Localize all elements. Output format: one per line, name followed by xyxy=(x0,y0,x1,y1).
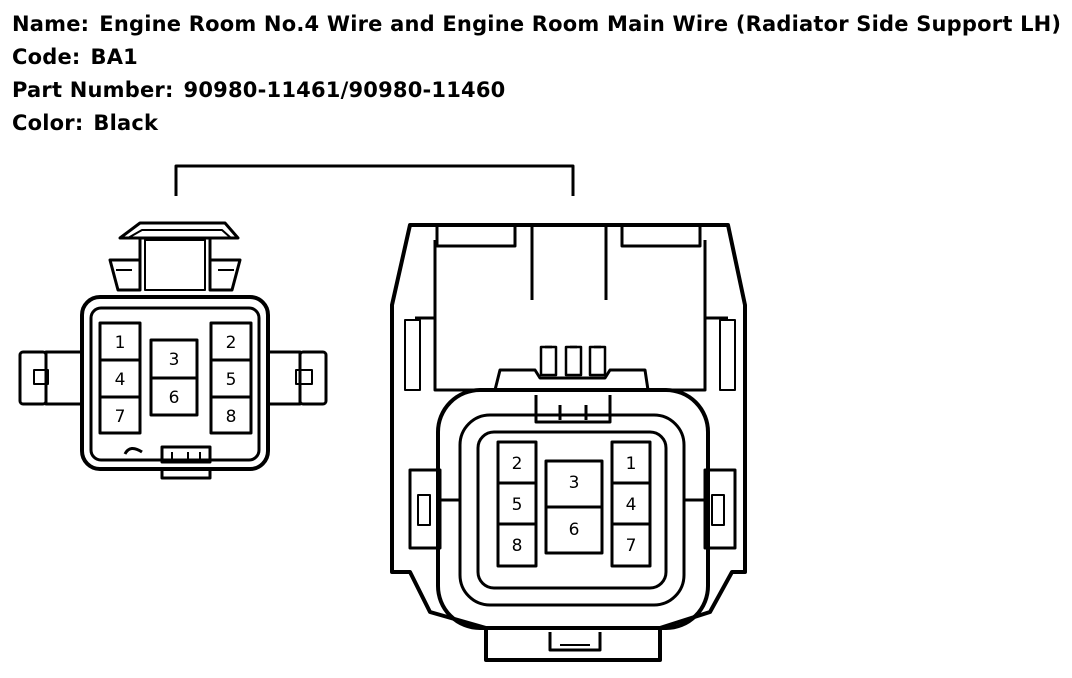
left-pin-grid xyxy=(98,321,253,435)
left-pin-8: 8 xyxy=(226,407,237,427)
left-pin-5: 5 xyxy=(226,370,237,390)
code-line: Code: BA1 xyxy=(12,41,1061,74)
right-pin-7: 7 xyxy=(626,536,637,556)
right-connector: 2 5 8 3 6 1 4 7 xyxy=(390,223,747,662)
color-label: Color: xyxy=(12,111,84,135)
left-pin-7: 7 xyxy=(115,407,126,427)
left-connector: 1 4 7 3 6 2 5 8 xyxy=(18,221,328,480)
left-pin-2: 2 xyxy=(226,333,237,353)
part-number-label: Part Number: xyxy=(12,78,174,102)
right-pin-3: 3 xyxy=(569,473,580,493)
code-label: Code: xyxy=(12,45,81,69)
left-top-latch xyxy=(118,221,240,240)
color-line: Color: Black xyxy=(12,107,1061,140)
color-value: Black xyxy=(93,111,159,135)
left-pin-6: 6 xyxy=(169,388,180,408)
name-label: Name: xyxy=(12,12,90,36)
right-connector-face xyxy=(436,388,710,630)
part-number-line: Part Number: 90980-11461/90980-11460 xyxy=(12,74,1061,107)
right-pin-8: 8 xyxy=(512,536,523,556)
part-number-value: 90980-11461/90980-11460 xyxy=(183,78,506,102)
right-connector-housing xyxy=(390,223,747,662)
connector-info: Name: Engine Room No.4 Wire and Engine Ro… xyxy=(12,8,1061,140)
right-pin-2: 2 xyxy=(512,454,523,474)
left-side-ear xyxy=(44,350,84,406)
name-line: Name: Engine Room No.4 Wire and Engine Ro… xyxy=(12,8,1061,41)
left-pin-3: 3 xyxy=(169,350,180,370)
left-pin-4: 4 xyxy=(115,370,126,390)
right-pin-5: 5 xyxy=(512,495,523,515)
right-pin-6: 6 xyxy=(569,520,580,540)
name-value: Engine Room No.4 Wire and Engine Room Ma… xyxy=(99,12,1062,36)
right-pin-grid xyxy=(496,440,652,568)
right-latch-tabs xyxy=(493,345,650,424)
code-value: BA1 xyxy=(90,45,138,69)
left-connector-body xyxy=(80,295,270,471)
left-pin-1: 1 xyxy=(115,333,126,353)
right-pin-1: 1 xyxy=(626,454,637,474)
right-pin-4: 4 xyxy=(626,495,637,515)
pairing-bracket xyxy=(174,164,575,196)
right-side-ear xyxy=(266,350,302,406)
